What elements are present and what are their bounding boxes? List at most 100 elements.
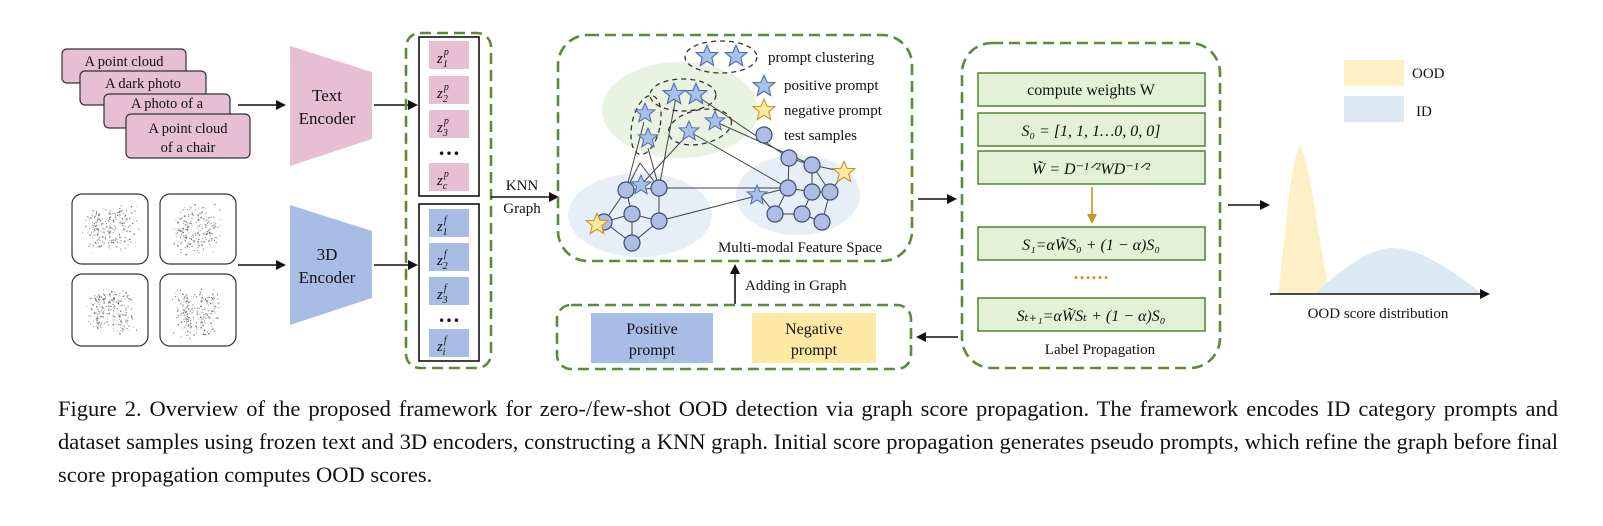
point-cloud-speck: [192, 304, 194, 306]
point-cloud-speck: [103, 207, 105, 209]
point-cloud-speck: [193, 240, 195, 241]
point-cloud-speck: [105, 288, 107, 290]
point-cloud-speck: [200, 326, 202, 329]
point-cloud-speck: [98, 325, 100, 327]
point-cloud-speck: [185, 236, 188, 239]
point-cloud-speck: [210, 299, 212, 301]
point-cloud-speck: [100, 325, 102, 327]
point-cloud-speck: [116, 241, 119, 244]
point-cloud-speck: [182, 231, 185, 234]
point-cloud-speck: [191, 213, 194, 216]
point-cloud-speck: [107, 301, 110, 304]
point-cloud-speck: [129, 325, 131, 327]
adding-in-graph-label: Adding in Graph: [745, 278, 847, 294]
point-cloud-speck: [93, 320, 94, 322]
prompt-4-line2: of a chair: [161, 140, 216, 156]
text-encoder: [290, 46, 372, 166]
point-cloud-speck: [213, 310, 215, 312]
point-cloud-speck: [120, 327, 122, 329]
point-cloud-speck: [128, 295, 130, 297]
point-cloud-speck: [196, 313, 199, 315]
point-cloud-speck: [123, 225, 125, 227]
point-cloud-speck: [130, 205, 133, 208]
point-cloud-speck: [212, 310, 214, 313]
point-cloud-speck: [129, 224, 132, 227]
point-cloud-speck: [97, 301, 99, 303]
point-cloud-speck: [112, 219, 115, 222]
point-cloud-speck: [117, 240, 119, 242]
3d-encoder-label-2: Encoder: [299, 268, 356, 287]
point-cloud-speck: [94, 218, 95, 220]
point-cloud-speck: [209, 245, 211, 246]
point-cloud-speck: [198, 225, 201, 227]
point-cloud-speck: [177, 221, 179, 224]
point-cloud-speck: [108, 233, 111, 235]
point-cloud-speck: [181, 328, 183, 330]
point-cloud-speck: [180, 302, 182, 304]
point-cloud-speck: [102, 298, 104, 300]
point-cloud-speck: [183, 297, 185, 300]
point-cloud-speck: [111, 228, 113, 230]
point-cloud-speck: [215, 225, 217, 227]
point-cloud-speck: [176, 289, 178, 291]
point-cloud-speck: [213, 307, 215, 309]
point-cloud-speck: [202, 248, 205, 250]
legend-test-node-icon: [755, 126, 773, 144]
point-cloud-speck: [127, 239, 129, 241]
point-cloud-speck: [99, 311, 101, 313]
point-cloud-speck: [196, 323, 197, 325]
point-cloud-speck: [202, 224, 204, 226]
point-cloud-speck: [209, 234, 211, 237]
point-cloud-speck: [125, 319, 127, 321]
point-cloud-speck: [134, 210, 136, 212]
point-cloud-speck: [186, 323, 188, 325]
point-cloud-speck: [182, 319, 184, 320]
point-cloud-speck: [121, 314, 123, 316]
legend-clustering: prompt clustering: [768, 50, 875, 66]
point-cloud-speck: [119, 237, 121, 239]
point-cloud-speck: [177, 315, 179, 318]
point-cloud-speck: [179, 240, 181, 242]
point-cloud-speck: [117, 302, 120, 305]
point-cloud-speck: [202, 237, 204, 239]
point-cloud-speck: [135, 220, 138, 222]
point-cloud-speck: [203, 308, 206, 310]
point-cloud-speck: [213, 218, 215, 220]
point-cloud-speck: [177, 308, 180, 310]
knn-label-1: KNN: [506, 178, 539, 194]
point-cloud-speck: [135, 205, 137, 207]
point-cloud-speck: [212, 227, 215, 229]
point-cloud-speck: [200, 322, 202, 324]
point-cloud-speck: [109, 226, 112, 229]
point-cloud-speck: [189, 305, 190, 307]
point-cloud-speck: [197, 207, 200, 209]
point-cloud-speck: [111, 240, 113, 242]
point-cloud-speck: [123, 329, 125, 331]
point-cloud-speck: [188, 328, 190, 330]
point-cloud-speck: [91, 252, 93, 254]
legend-ood-label: OOD: [1412, 66, 1445, 82]
point-cloud-speck: [214, 305, 217, 308]
point-cloud-speck: [97, 313, 99, 316]
point-cloud-speck: [117, 295, 119, 297]
lp-weights: compute weights W: [1027, 82, 1156, 99]
point-cloud-speck: [105, 321, 108, 323]
point-cloud-speck: [125, 291, 128, 294]
point-cloud-speck: [201, 299, 203, 301]
point-cloud-speck: [96, 320, 98, 322]
point-cloud-speck: [85, 219, 87, 222]
point-cloud-speck: [201, 312, 203, 314]
point-cloud-speck: [124, 304, 126, 306]
point-cloud-speck: [189, 310, 191, 312]
point-cloud-speck: [120, 249, 122, 251]
point-cloud-speck: [130, 298, 132, 301]
point-cloud-speck: [174, 219, 176, 221]
point-cloud-speck: [112, 300, 115, 303]
point-cloud-speck: [110, 291, 113, 293]
label-propagation-panel: [960, 41, 1222, 370]
point-cloud-speck: [112, 239, 115, 241]
feature-space-panel: [556, 33, 914, 263]
point-cloud-speck: [185, 318, 188, 320]
point-cloud-speck: [109, 235, 111, 238]
